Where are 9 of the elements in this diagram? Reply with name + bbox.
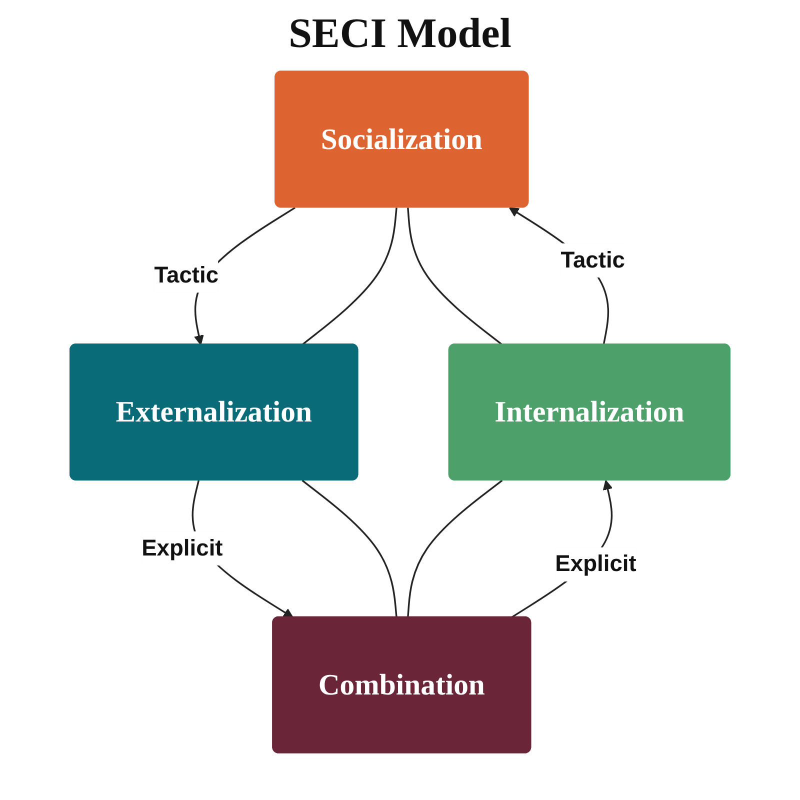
edge-label: Explicit [142, 536, 223, 561]
edge-label: Tactic [560, 248, 626, 273]
connector [302, 208, 398, 346]
connector [302, 480, 398, 618]
connector [407, 208, 503, 346]
connector [407, 480, 503, 618]
title: SECI Model [288, 10, 512, 58]
edge-label: Explicit [555, 552, 636, 577]
edge-label: Tactic [154, 263, 219, 288]
